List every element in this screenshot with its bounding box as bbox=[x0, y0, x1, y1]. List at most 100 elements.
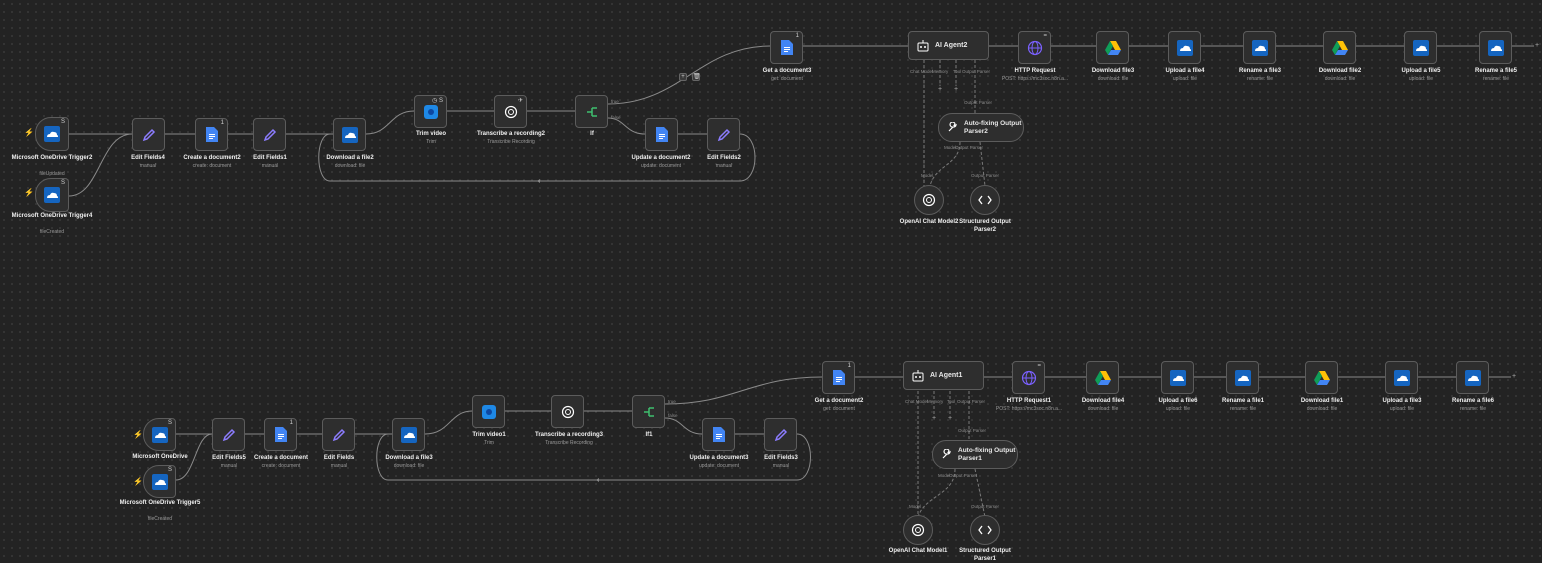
pencil-icon bbox=[222, 428, 235, 441]
transcribe-recording2-node[interactable]: ✈ bbox=[494, 95, 527, 128]
output-parser-port: Output Parser bbox=[971, 504, 1000, 509]
onedrive-icon bbox=[341, 126, 358, 143]
transcribe-recording3-node[interactable] bbox=[551, 395, 584, 428]
rename-file1-node[interactable] bbox=[1226, 361, 1259, 394]
wire bbox=[424, 410, 473, 435]
if1-node[interactable] bbox=[632, 395, 665, 428]
edit-fields1-node[interactable] bbox=[253, 118, 286, 151]
update-document3-node[interactable] bbox=[702, 418, 735, 451]
add-next-node-button[interactable]: + bbox=[1534, 42, 1540, 49]
if-node[interactable] bbox=[575, 95, 608, 128]
onedrive-trigger-node[interactable]: S bbox=[143, 418, 176, 451]
download-file3-node[interactable] bbox=[1096, 31, 1129, 64]
openai-chat-model1-node[interactable] bbox=[903, 515, 933, 545]
node-title: Get a document3 bbox=[762, 68, 812, 74]
openai-icon bbox=[561, 405, 574, 418]
rename-file3-node[interactable] bbox=[1243, 31, 1276, 64]
node-title: Rename a file3 bbox=[1238, 68, 1282, 74]
edit-fields5-node[interactable] bbox=[212, 418, 245, 451]
create-document2-node[interactable]: 1 bbox=[195, 118, 228, 151]
rename-file5-node[interactable] bbox=[1479, 31, 1512, 64]
globe-icon bbox=[1021, 370, 1036, 385]
node-subtitle: download: file bbox=[334, 163, 366, 169]
pencil-icon bbox=[332, 428, 345, 441]
video-edit-icon bbox=[481, 404, 496, 419]
add-tool-button[interactable]: + bbox=[947, 415, 953, 422]
node-subtitle: upload: file bbox=[1172, 76, 1198, 82]
add-next-node-button[interactable]: + bbox=[1511, 373, 1517, 380]
node-title: Upload a file6 bbox=[1158, 398, 1198, 404]
node-title: Get a document2 bbox=[814, 398, 864, 404]
google-docs-icon bbox=[274, 427, 287, 442]
download-file3-node[interactable] bbox=[392, 418, 425, 451]
create-document-node[interactable]: 1 bbox=[264, 418, 297, 451]
trigger-bolt-icon: ⚡ bbox=[133, 477, 143, 486]
get-document2-node[interactable]: 1 bbox=[822, 361, 855, 394]
node-subtitle: upload: file bbox=[1389, 406, 1415, 412]
chat-model-port: Chat Model bbox=[905, 399, 929, 404]
wire bbox=[365, 110, 415, 135]
trim-video1-node[interactable] bbox=[472, 395, 505, 428]
node-title: Auto-fixing Output Parser1 bbox=[958, 446, 1016, 462]
upload-file3-node[interactable] bbox=[1385, 361, 1418, 394]
tool-port: Tool bbox=[953, 69, 962, 74]
onedrive-trigger2-node[interactable]: S bbox=[35, 117, 69, 151]
trim-video-node[interactable]: ◷ S bbox=[414, 95, 447, 128]
add-memory-button[interactable]: + bbox=[931, 415, 937, 422]
wire bbox=[68, 133, 133, 197]
onedrive-icon bbox=[1251, 39, 1268, 56]
node-title: Upload a file3 bbox=[1382, 398, 1422, 404]
upload-file6-node[interactable] bbox=[1161, 361, 1194, 394]
download-file4-node[interactable] bbox=[1086, 361, 1119, 394]
ai-agent2-node[interactable]: AI Agent2 bbox=[908, 31, 989, 60]
auto-fixing-parser2-node[interactable]: Auto-fixing Output Parser2 bbox=[938, 113, 1024, 142]
structured-parser2-node[interactable] bbox=[970, 185, 1000, 215]
delete-connection-button[interactable]: 🗑 bbox=[692, 73, 701, 81]
node-subtitle: download: file bbox=[393, 463, 425, 469]
node-subtitle: fileCreated bbox=[147, 516, 173, 522]
http-request-node[interactable]: = bbox=[1018, 31, 1051, 64]
trigger-bolt-icon: ⚡ bbox=[24, 188, 34, 197]
get-document3-node[interactable]: 1 bbox=[770, 31, 803, 64]
edit-fields3-node[interactable] bbox=[764, 418, 797, 451]
openai-chat-model2-node[interactable] bbox=[914, 185, 944, 215]
upload-file5-node[interactable] bbox=[1404, 31, 1437, 64]
openai-icon bbox=[922, 193, 936, 207]
status-badge: S bbox=[167, 420, 172, 426]
http-request1-node[interactable]: = bbox=[1012, 361, 1045, 394]
onedrive-trigger5-node[interactable]: S bbox=[143, 465, 176, 498]
auto-fixing-parser1-node[interactable]: Auto-fixing Output Parser1 bbox=[932, 440, 1018, 469]
download-file1-node[interactable] bbox=[1305, 361, 1338, 394]
node-title: Structured Output Parser1 bbox=[959, 548, 1011, 562]
add-memory-button[interactable]: + bbox=[937, 86, 943, 93]
onedrive-icon bbox=[1412, 39, 1429, 56]
output-parser-port: Output Parser bbox=[955, 145, 984, 150]
rename-file6-node[interactable] bbox=[1456, 361, 1489, 394]
structured-parser1-node[interactable] bbox=[970, 515, 1000, 545]
add-tool-button[interactable]: + bbox=[953, 86, 959, 93]
onedrive-icon bbox=[1169, 369, 1186, 386]
onedrive-trigger4-node[interactable]: S bbox=[35, 178, 69, 212]
node-subtitle: fileUpdated bbox=[39, 171, 65, 177]
node-title: Transcribe a recording2 bbox=[476, 131, 546, 137]
add-node-button[interactable]: + bbox=[679, 73, 687, 81]
node-title: Edit Fields4 bbox=[131, 155, 165, 161]
node-subtitle: Transcribe Recording bbox=[545, 440, 593, 446]
output-parser-port: Output Parser bbox=[971, 173, 1000, 178]
update-document2-node[interactable] bbox=[645, 118, 678, 151]
node-title: Microsoft OneDrive bbox=[132, 454, 188, 460]
node-subtitle: Trim bbox=[426, 139, 436, 145]
upload-file4-node[interactable] bbox=[1168, 31, 1201, 64]
edit-fields-node[interactable] bbox=[322, 418, 355, 451]
true-port-label: true bbox=[611, 99, 619, 104]
edit-fields2-node[interactable] bbox=[707, 118, 740, 151]
wrench-icon bbox=[942, 449, 951, 459]
download-file2-node[interactable] bbox=[333, 118, 366, 151]
ai-agent1-node[interactable]: AI Agent1 bbox=[903, 361, 984, 390]
edit-fields4-node[interactable] bbox=[132, 118, 165, 151]
google-drive-icon bbox=[1331, 40, 1348, 55]
node-subtitle: download: file bbox=[1097, 76, 1129, 82]
node-subtitle: Transcribe Recording bbox=[487, 139, 535, 145]
wire bbox=[664, 417, 703, 435]
download-file2b-node[interactable] bbox=[1323, 31, 1356, 64]
